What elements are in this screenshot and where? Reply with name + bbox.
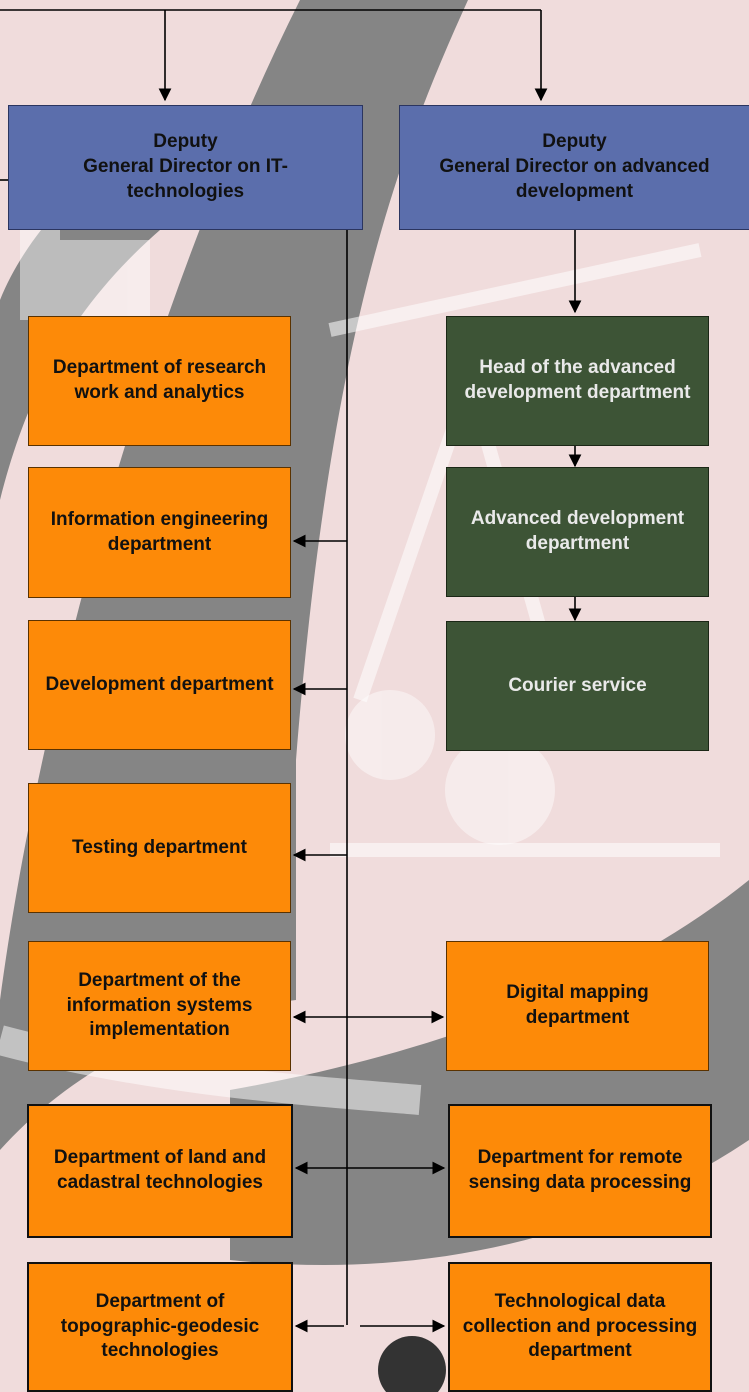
deputy-advanced-label: Deputy General Director on advanced deve… [439,131,710,202]
dept-technological-data-collection: Technological data collection and proces… [448,1262,712,1392]
dept-label: Development department [45,673,274,695]
deputy-it-box: Deputy General Director on IT- technolog… [8,105,363,230]
dept-label: Department of the information systems im… [66,969,253,1041]
dept-label: Department of topographic-geodesic techn… [60,1290,260,1362]
dept-label: Department of land and cadastral technol… [53,1147,267,1193]
advanced-development-department: Advanced development department [446,467,709,597]
dept-label: Testing department [72,836,247,858]
dept-information-systems-implementation: Department of the information systems im… [28,941,291,1071]
dept-topographic-geodesic: Department of topographic-geodesic techn… [27,1262,293,1392]
dept-digital-mapping: Digital mapping department [446,941,709,1071]
dept-label: Department of research work and analytic… [52,357,267,403]
dept-label: Digital mapping department [506,982,649,1028]
dept-development: Development department [28,620,291,750]
dept-label: Courier service [508,674,647,696]
deputy-it-label: Deputy General Director on IT- technolog… [83,131,288,202]
dept-label: Technological data collection and proces… [462,1290,698,1362]
dept-label: Advanced development department [470,508,685,554]
dept-information-engineering: Information engineering department [28,467,291,598]
dept-label: Head of the advanced development departm… [464,357,691,403]
dept-testing: Testing department [28,783,291,913]
dept-label: Department for remote sensing data proce… [468,1147,692,1193]
courier-service: Courier service [446,621,709,751]
deputy-advanced-box: Deputy General Director on advanced deve… [399,105,749,230]
dept-land-cadastral: Department of land and cadastral technol… [27,1104,293,1238]
dept-label: Information engineering department [50,508,269,555]
dept-research-analytics: Department of research work and analytic… [28,316,291,446]
head-advanced-development: Head of the advanced development departm… [446,316,709,446]
dept-remote-sensing: Department for remote sensing data proce… [448,1104,712,1238]
